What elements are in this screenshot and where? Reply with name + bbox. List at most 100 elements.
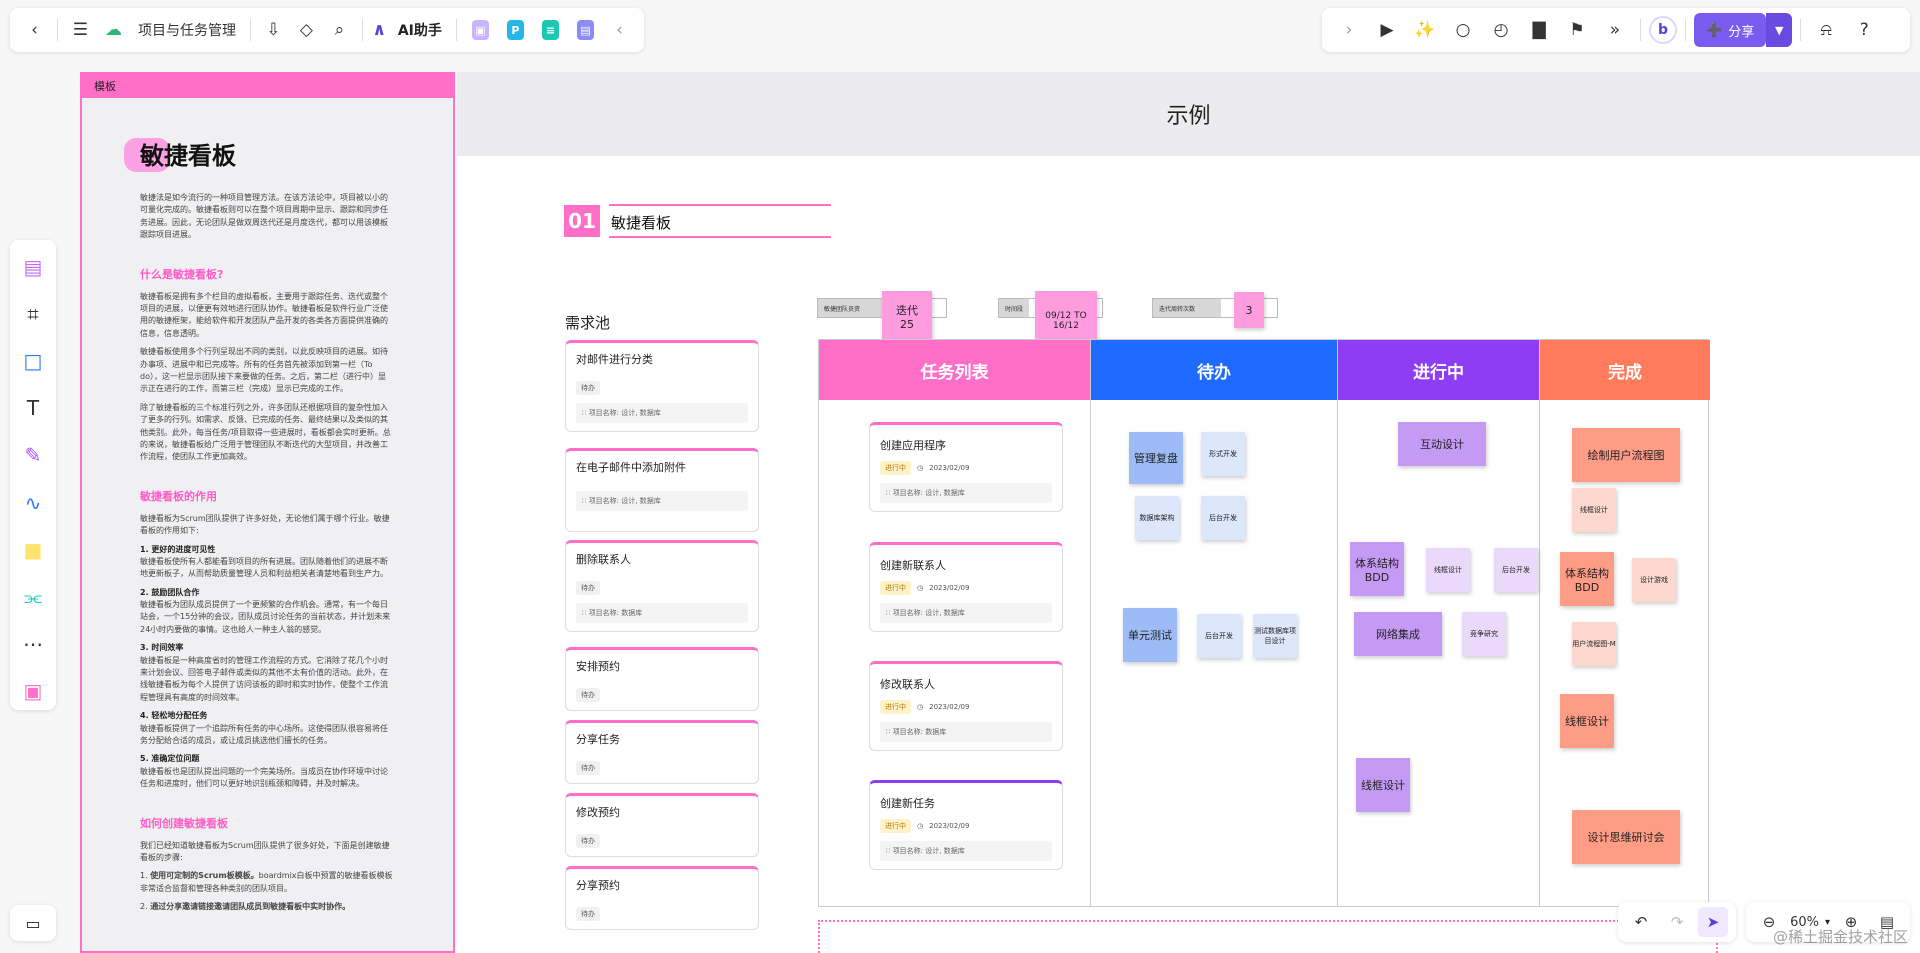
frame-icon[interactable]: ⌗ bbox=[27, 301, 39, 326]
sticky-note[interactable]: 竞争研究 bbox=[1462, 612, 1506, 656]
bell-icon[interactable]: ⍾ bbox=[1820, 20, 1832, 40]
sticky-note[interactable]: 设计游戏 bbox=[1632, 558, 1676, 602]
column-task-list: 任务列表 创建应用程序 进行中◷2023/02/09 ∷ 项目名称: 设计, 数… bbox=[819, 340, 1091, 906]
sticky-note[interactable]: 绘制用户流程图 bbox=[1572, 428, 1680, 482]
apps-icon[interactable]: ▣ bbox=[23, 679, 43, 704]
share-dropdown-icon[interactable]: ▼ bbox=[1766, 13, 1793, 47]
user-add-icon: ➕ bbox=[1706, 22, 1723, 38]
expand-icon[interactable]: › bbox=[1345, 20, 1353, 40]
template-icon[interactable]: ▤ bbox=[23, 254, 43, 279]
status-badge: 待办 bbox=[576, 688, 600, 702]
sticky-note[interactable]: 线框设计 bbox=[1572, 488, 1616, 532]
sticky-note[interactable]: 数据库架构 bbox=[1135, 496, 1179, 540]
sticky-note[interactable]: 线框设计 bbox=[1426, 548, 1470, 592]
sticky-note[interactable]: 管理复盘 bbox=[1129, 432, 1183, 484]
task-card[interactable]: 创建新任务 进行中◷2023/02/09 ∷ 项目名称: 设计, 数据库 bbox=[869, 780, 1063, 870]
sticky-note[interactable]: 用户流程图-M bbox=[1572, 622, 1616, 666]
back-icon[interactable]: ‹ bbox=[31, 20, 38, 40]
download-icon[interactable]: ⇩ bbox=[266, 20, 281, 40]
backlog-card[interactable]: 在电子邮件中添加附件 ∷ 项目名称: 设计, 数据库 bbox=[565, 448, 759, 532]
backlog-card[interactable]: 分享任务 待办 bbox=[565, 720, 759, 784]
more-icon[interactable]: » bbox=[1609, 20, 1621, 40]
sticky-note[interactable]: 后台开发 bbox=[1494, 548, 1538, 592]
zoom-out-icon[interactable]: ⊖ bbox=[1762, 913, 1776, 931]
sticky-note[interactable]: 体系结构BDD bbox=[1560, 552, 1614, 606]
step-text: boardmix白板中预置的敏捷看板模板非常适合监督和管理各种类别的团队项目。 bbox=[140, 871, 393, 893]
task-date: 2023/02/09 bbox=[929, 584, 970, 592]
dashed-frame[interactable] bbox=[818, 920, 1718, 953]
chart-icon[interactable]: ▇ bbox=[1532, 20, 1546, 40]
pointer-icon[interactable]: ➤ bbox=[1698, 907, 1729, 937]
top-left-toolbar: ‹ ☰ ☁ 项目与任务管理 ⇩ ◇ ⌕ ∧ AI助手 ▣ P ≡ ▤ ‹ bbox=[10, 8, 644, 52]
card-meta: ∷ 项目名称: 数据库 bbox=[880, 722, 1052, 742]
comment-icon[interactable]: ○ bbox=[1455, 20, 1471, 40]
book-icon[interactable]: ▤ bbox=[1879, 913, 1895, 931]
sticky-note[interactable]: 单元测试 bbox=[1123, 608, 1177, 662]
sticky-note[interactable]: 体系结构BDD bbox=[1350, 542, 1404, 596]
task-date: 2023/02/09 bbox=[929, 464, 970, 472]
task-card[interactable]: 创建应用程序 进行中◷2023/02/09 ∷ 项目名称: 设计, 数据库 bbox=[869, 422, 1063, 512]
task-card[interactable]: 修改联系人 进行中◷2023/02/09 ∷ 项目名称: 数据库 bbox=[869, 661, 1063, 751]
template-title: 敏捷看板 bbox=[124, 138, 393, 178]
task-card[interactable]: 创建新联系人 进行中◷2023/02/09 ∷ 项目名称: 设计, 数据库 bbox=[869, 542, 1063, 632]
divider bbox=[455, 19, 457, 41]
tag-icon[interactable]: ◇ bbox=[299, 20, 313, 40]
sticky-note[interactable]: 设计思维研讨会 bbox=[1572, 810, 1680, 864]
help-icon[interactable]: ? bbox=[1859, 20, 1869, 40]
step-bold: 通过分享邀请链接邀请团队成员到敏捷看板中实时协作。 bbox=[150, 902, 351, 912]
minimap-icon[interactable]: ▭ bbox=[10, 905, 56, 941]
ai-assistant-button[interactable]: AI助手 bbox=[397, 23, 442, 39]
zoom-level[interactable]: 60% bbox=[1790, 914, 1819, 930]
pen-icon[interactable]: ✎ bbox=[24, 443, 42, 468]
collapse-icon[interactable]: ‹ bbox=[616, 20, 623, 40]
sticky-note[interactable]: 迭代 25 bbox=[882, 291, 932, 341]
flow-app-icon[interactable]: ≡ bbox=[541, 20, 559, 40]
column-todo: 待办 管理复盘 形式开发 数据库架构 后台开发 单元测试 后台开发 测试数据库项… bbox=[1091, 340, 1338, 906]
project-title[interactable]: 项目与任务管理 bbox=[137, 23, 236, 39]
redo-icon[interactable]: ↷ bbox=[1670, 913, 1684, 931]
chat-app-icon[interactable]: ▤ bbox=[576, 20, 595, 40]
shape-icon[interactable]: □ bbox=[23, 349, 43, 373]
menu-icon[interactable]: ☰ bbox=[72, 20, 89, 40]
flag-icon[interactable]: ⚑ bbox=[1569, 20, 1585, 40]
sticky-note[interactable]: 测试数据库项目设计 bbox=[1253, 614, 1297, 658]
template-tab[interactable]: 模板 bbox=[82, 74, 453, 98]
sticky-note[interactable]: 3 bbox=[1234, 292, 1264, 328]
image-app-icon[interactable]: ▣ bbox=[471, 20, 489, 40]
search-icon[interactable]: ⌕ bbox=[334, 20, 345, 40]
task-date: 2023/02/09 bbox=[929, 703, 970, 711]
backlog-card[interactable]: 删除联系人 待办 ∷ 项目名称: 数据库 bbox=[565, 540, 759, 632]
sticky-note[interactable]: 后台开发 bbox=[1201, 496, 1245, 540]
undo-icon[interactable]: ↶ bbox=[1634, 913, 1648, 931]
backlog-card[interactable]: 安排预约 待办 bbox=[565, 647, 759, 711]
sticky-note[interactable]: 网络集成 bbox=[1354, 612, 1442, 656]
sticky-note[interactable]: 互动设计 bbox=[1398, 422, 1486, 466]
timer-icon[interactable]: ◴ bbox=[1493, 20, 1509, 40]
zoom-in-icon[interactable]: ⊕ bbox=[1844, 913, 1858, 931]
sticky-note[interactable]: 线框设计 bbox=[1560, 694, 1614, 748]
connector-icon[interactable]: ∿ bbox=[24, 490, 42, 515]
celebrate-icon[interactable]: ✨ bbox=[1414, 20, 1436, 40]
card-meta-text: 项目名称: 设计, 数据库 bbox=[892, 847, 965, 855]
share-button[interactable]: ➕ 分享 bbox=[1694, 13, 1767, 47]
play-icon[interactable]: ▶ bbox=[1380, 20, 1394, 40]
paragraph: 敏捷看板是拥有多个栏目的虚拟看板，主要用于跟踪任务、迭代或整个项目的进展，以便更… bbox=[140, 291, 388, 338]
avatar[interactable]: b bbox=[1649, 16, 1677, 44]
column-header: 完成 bbox=[1540, 340, 1710, 400]
sticky-note[interactable]: 形式开发 bbox=[1201, 432, 1245, 476]
text-icon[interactable]: T bbox=[26, 396, 40, 421]
more-tools-icon[interactable]: ⋯ bbox=[23, 632, 43, 657]
column-header: 待办 bbox=[1091, 340, 1337, 400]
backlog-card[interactable]: 修改预约 待办 bbox=[565, 793, 759, 857]
p-app-icon[interactable]: P bbox=[506, 20, 524, 40]
backlog-card[interactable]: 分享预约 待办 bbox=[565, 866, 759, 930]
status-badge: 待办 bbox=[576, 834, 600, 848]
backlog-card[interactable]: 对邮件进行分类 待办 ∷ 项目名称: 设计, 数据库 bbox=[565, 340, 759, 432]
mindmap-icon[interactable]: ⫘ bbox=[24, 585, 42, 610]
paragraph: 除了敏捷看板的三个标准行列之外，许多团队还根据项目的复杂性加入了更多的行列。如需… bbox=[140, 402, 391, 462]
whiteboard-canvas[interactable]: 示例 01 敏捷看板 敏捷团队员资 迭代 25 时间段 09/12 TO 16/… bbox=[457, 72, 1920, 953]
sticky-note[interactable]: 后台开发 bbox=[1197, 614, 1241, 658]
chevron-down-icon[interactable]: ▾ bbox=[1824, 916, 1830, 928]
sticky-note-icon[interactable]: ■ bbox=[23, 537, 43, 562]
sticky-note[interactable]: 线框设计 bbox=[1356, 758, 1410, 812]
